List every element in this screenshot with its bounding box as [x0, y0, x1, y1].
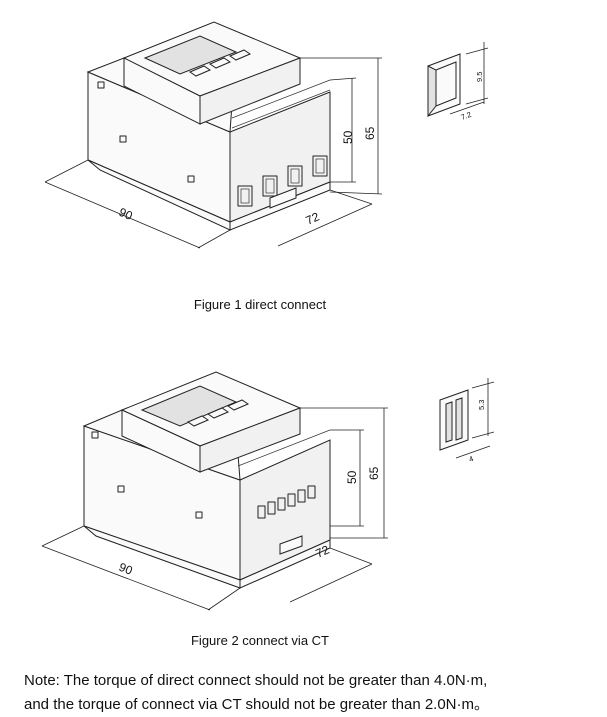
terminal-detail-direct: 9.5 7.2	[427, 42, 489, 122]
terminal-dimension-a: 9.5	[475, 72, 484, 82]
dimension-height-outer: 65	[367, 466, 381, 480]
button-2	[206, 407, 230, 419]
display-window	[140, 385, 238, 427]
button-2	[208, 57, 232, 69]
dimension-depth: 72	[304, 209, 322, 227]
terminal-detail-ct: 5.3 4	[439, 378, 495, 464]
terminal-blocks-front	[237, 155, 328, 207]
terminal-dimension-a: 5.3	[477, 400, 486, 410]
din-clip	[269, 187, 297, 209]
figure-direct-connect: 90 72 50 65 9.5 7.2	[0, 0, 607, 300]
terminal-dimension-b: 4	[468, 454, 475, 464]
button-1	[188, 65, 212, 77]
terminal-blocks-front	[257, 485, 316, 519]
figure-2-caption: Figure 2 connect via CT	[190, 633, 329, 648]
din-clip	[279, 535, 303, 555]
figure-1-caption: Figure 1 direct connect	[193, 297, 327, 312]
display-window	[143, 35, 238, 75]
button-3	[228, 49, 252, 61]
dimension-height-outer: 65	[363, 126, 377, 140]
meter-drawing-ct: 90 72 50 65 5.3 4	[41, 371, 495, 611]
dimension-width: 90	[117, 205, 135, 223]
terminal-dimension-b: 7.2	[460, 110, 473, 122]
dimension-height-inner: 50	[341, 130, 355, 144]
dimension-width: 90	[117, 560, 135, 578]
note-line-1: Note: The torque of direct connect shoul…	[24, 672, 488, 689]
dimension-depth: 72	[314, 542, 332, 560]
button-1	[186, 415, 210, 427]
button-3	[226, 399, 250, 411]
note-line-2: and the torque of connect via CT should …	[24, 696, 490, 713]
dimension-height-inner: 50	[345, 470, 359, 484]
figure-connect-via-ct: 90 72 50 65 5.3 4	[0, 340, 607, 630]
meter-drawing-direct: 90 72 50 65 9.5 7.2	[44, 21, 489, 249]
